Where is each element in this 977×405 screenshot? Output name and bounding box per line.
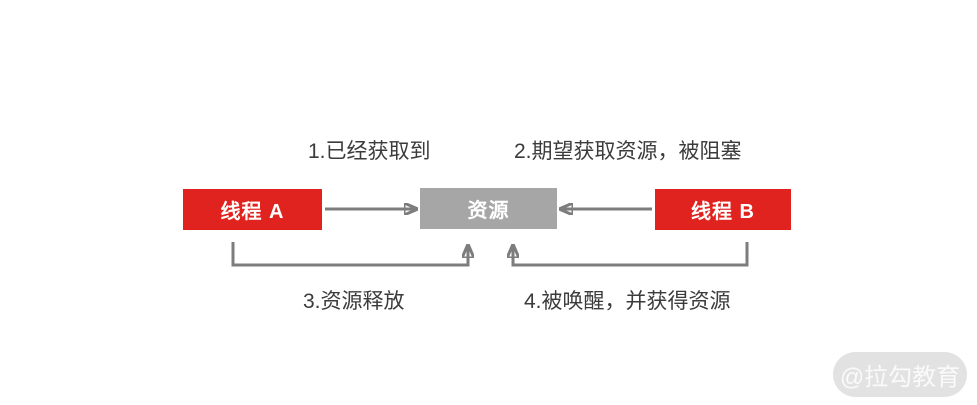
edge-label-release: 3.资源释放 <box>303 290 405 313</box>
node-thread-b: 线程 B <box>655 189 791 230</box>
edge-label-wakeup: 4.被唤醒，并获得资源 <box>524 290 731 313</box>
edge-label-blocked: 2.期望获取资源，被阻塞 <box>514 140 742 163</box>
watermark-badge: @拉勾教育 <box>833 352 967 397</box>
edge-label-acquired: 1.已经获取到 <box>308 140 431 163</box>
node-thread-a: 线程 A <box>183 189 322 230</box>
node-thread-b-label: 线程 B <box>691 201 755 223</box>
arrow-release-bracket <box>231 242 468 267</box>
node-thread-a-label: 线程 A <box>220 201 285 223</box>
watermark-label: @拉勾教育 <box>839 364 961 391</box>
node-resource: 资源 <box>420 188 557 229</box>
arrow-wakeup-bracket <box>513 242 749 267</box>
node-resource-label: 资源 <box>467 200 510 222</box>
